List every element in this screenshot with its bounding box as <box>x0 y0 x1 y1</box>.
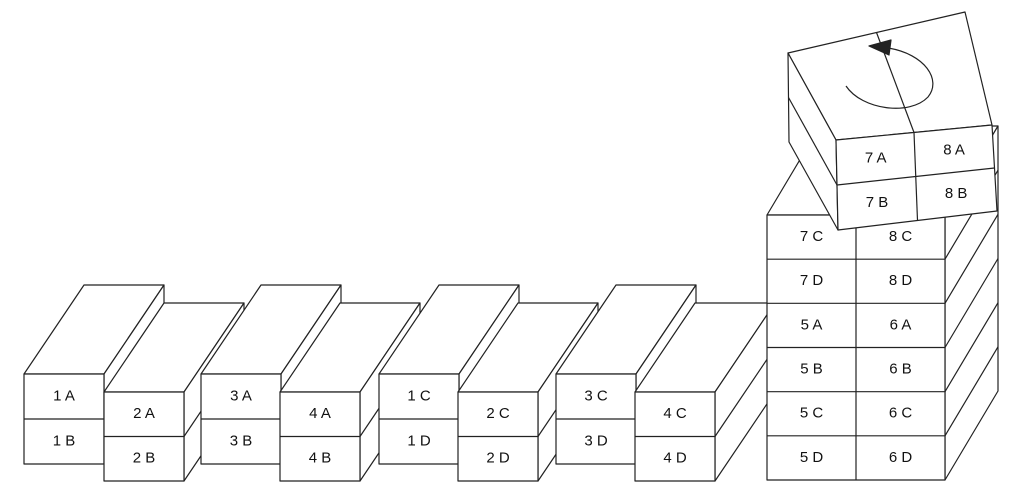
block-label-bottom: 4 D <box>663 450 687 467</box>
block-label-bottom: 1 B <box>53 432 76 449</box>
rotating-side-divider <box>787 97 838 186</box>
stack-cell-left: 7 D <box>800 272 824 289</box>
stack-cell-right: 8 C <box>889 228 913 245</box>
stack-cell-right: 8 D <box>889 272 913 289</box>
rotating-cell: 8 A <box>943 141 965 158</box>
block-label-bottom: 3 B <box>230 432 253 449</box>
block-label-bottom: 4 B <box>309 450 332 467</box>
block-label-top: 2 C <box>486 405 510 422</box>
stack-cell-right: 6 A <box>890 316 912 333</box>
rotating-front-face <box>835 124 998 231</box>
stack-cell-right: 6 C <box>889 405 913 422</box>
block-label-top: 1 A <box>53 387 75 404</box>
block-label-top: 3 C <box>584 387 608 404</box>
stack-side-divider <box>944 302 999 392</box>
rotating-front-vdivider <box>913 132 919 221</box>
rotating-cell: 7 A <box>865 149 887 166</box>
block-label-top: 1 C <box>407 387 431 404</box>
block-row: 1 A 1 B 2 A 2 B 3 A 3 B 4 A 4 B 1 C 1 D 2 C 2 D 3 C 3… <box>23 284 776 482</box>
rotation-arc <box>845 47 934 109</box>
block-label-bottom: 2 D <box>486 450 510 467</box>
block-label-bottom: 3 D <box>584 432 608 449</box>
rotating-block: 7 A 8 A 7 B 8 B <box>787 11 998 231</box>
block-side-divider <box>714 347 776 437</box>
block-label-bottom: 1 D <box>407 432 431 449</box>
row-block-6: 2 C 2 D <box>457 302 599 482</box>
stack-side-divider <box>944 258 999 348</box>
block-label-bottom: 2 B <box>133 450 156 467</box>
block-label-top: 4 A <box>309 405 331 422</box>
block-label-top: 2 A <box>133 405 155 422</box>
row-block-8: 4 C 4 D <box>634 302 776 482</box>
rotating-cell: 7 B <box>866 194 889 211</box>
rotating-cell: 8 B <box>945 185 968 202</box>
stack-cell-left: 5 B <box>800 361 823 378</box>
stack-cell-right: 6 D <box>889 449 913 466</box>
stack-cell-left: 5 D <box>800 449 824 466</box>
stack-side-divider <box>944 346 999 437</box>
block-label-top: 4 C <box>663 405 687 422</box>
counterclockwise-arrow-icon <box>868 39 892 56</box>
block-label-top: 3 A <box>230 387 252 404</box>
stack-cell-left: 5 A <box>801 316 823 333</box>
stack-cell-left: 7 C <box>800 228 824 245</box>
stack-side-divider <box>944 214 999 304</box>
stack-cell-right: 6 B <box>889 361 912 378</box>
stack-cell-left: 5 C <box>800 405 824 422</box>
